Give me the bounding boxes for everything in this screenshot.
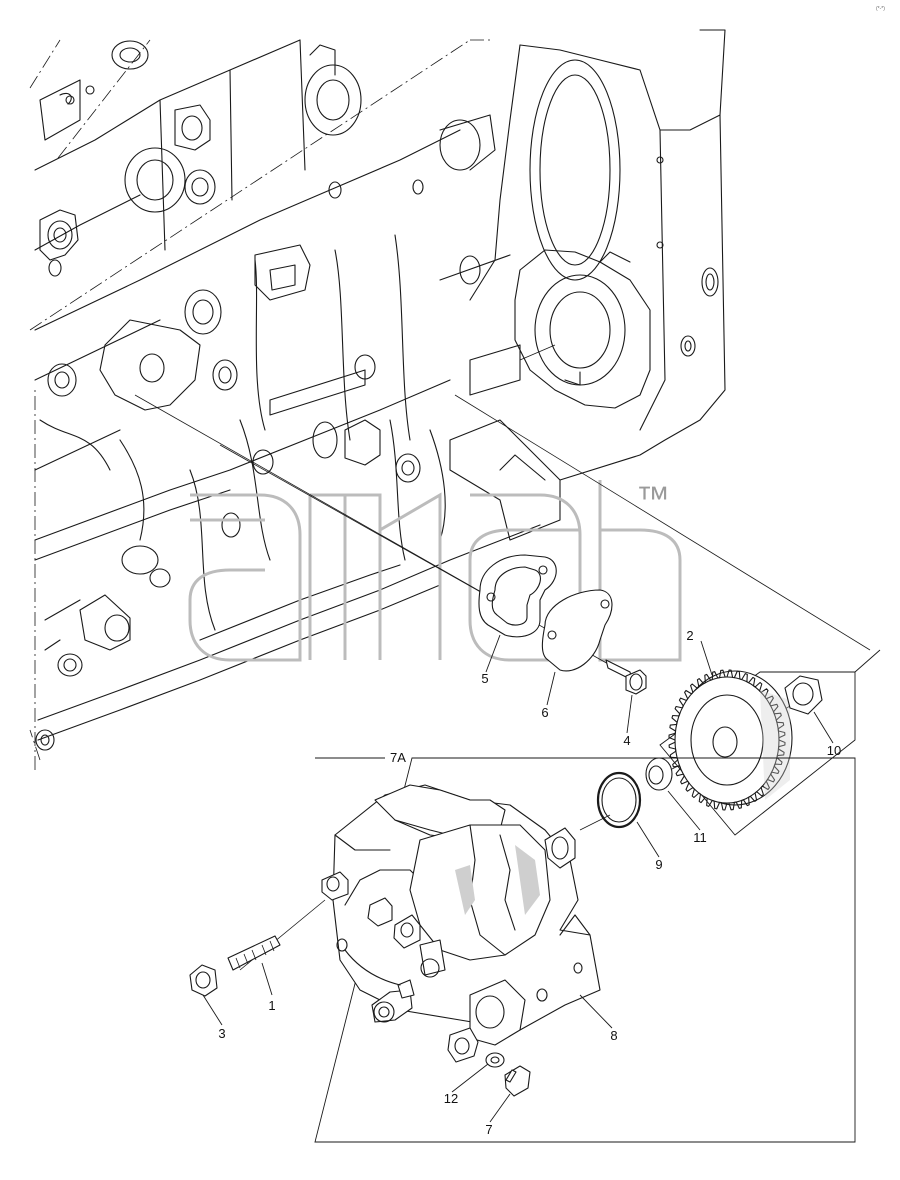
block-port-upper-left xyxy=(124,147,216,213)
nut-part-10 xyxy=(784,675,823,715)
callout-11: 11 xyxy=(693,830,707,845)
stud-part-1 xyxy=(227,935,281,971)
o-ring-part-9 xyxy=(596,771,642,829)
gasket-part-5 xyxy=(478,554,557,638)
block-boss-left xyxy=(39,209,79,397)
engine-block xyxy=(29,29,726,770)
callout-7: 7 xyxy=(485,1122,492,1137)
cover-plate-part-6 xyxy=(541,589,613,672)
callout-8: 8 xyxy=(610,1028,617,1043)
callout-7A: 7A xyxy=(390,750,406,765)
pump-assembly-frame-7A xyxy=(314,757,856,1143)
nut-part-3 xyxy=(189,964,218,997)
callout-2: 2 xyxy=(686,628,693,643)
callout-12: 12 xyxy=(444,1091,458,1106)
high-pressure-pump-part-8 xyxy=(321,784,601,1063)
corner-mark: (*-*) xyxy=(876,6,885,12)
gear-part-2 xyxy=(668,669,793,811)
block-boss-mid xyxy=(99,244,421,538)
block-boss-lower xyxy=(35,545,171,751)
callout-4: 4 xyxy=(623,733,630,748)
block-port-top xyxy=(304,44,362,136)
plug-part-7 xyxy=(504,1065,531,1097)
gear-group-frame xyxy=(659,671,856,836)
callout-9: 9 xyxy=(655,857,662,872)
watermark-trademark: ™ xyxy=(636,480,670,518)
watermark-logo: ™ xyxy=(188,480,682,662)
callout-1: 1 xyxy=(268,998,275,1013)
callout-6: 6 xyxy=(541,705,548,720)
leader-lines xyxy=(202,634,834,1123)
callout-labels: 1 2 3 4 5 6 7 7A 8 9 10 11 12 xyxy=(218,628,841,1137)
washer-part-11 xyxy=(645,757,673,791)
bolt-part-4 xyxy=(605,659,647,695)
washer-part-12 xyxy=(485,1052,505,1068)
callout-3: 3 xyxy=(218,1026,225,1041)
callout-10: 10 xyxy=(827,743,841,758)
callout-5: 5 xyxy=(481,671,488,686)
